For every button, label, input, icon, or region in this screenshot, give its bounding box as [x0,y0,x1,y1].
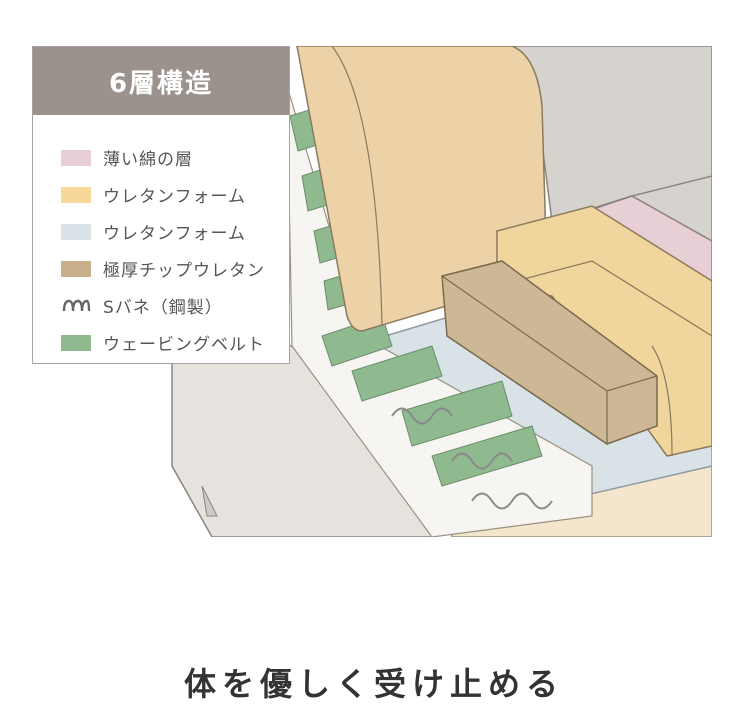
legend-label: 薄い綿の層 [103,150,193,170]
sofa-layer-illustration [32,46,712,537]
legend-label: ウェービングベルト [103,335,265,355]
urethane-blue-swatch [61,223,91,240]
legend-item: Sバネ（鋼製） [61,287,265,324]
cotton-swatch [61,149,91,166]
legend-title: 6層構造 [33,47,289,115]
webbing-belt-swatch [61,334,91,351]
spring-icon [61,298,91,314]
legend-item: ウレタンフォーム [61,176,265,213]
legend-label: ウレタンフォーム [103,187,246,207]
legend-item: 薄い綿の層 [61,139,265,176]
legend-label: 極厚チップウレタン [103,261,265,281]
chip-urethane-swatch [61,260,91,277]
legend-item: ウェービングベルト [61,324,265,361]
legend-list: 薄い綿の層 ウレタンフォーム ウレタンフォーム 極厚チップウレタン Sバネ（鋼製… [61,139,265,361]
legend-item: 極厚チップウレタン [61,250,265,287]
section-heading: 体を優しく受け止める [183,665,564,703]
legend-label: ウレタンフォーム [103,224,246,244]
layer-legend: 6層構造 薄い綿の層 ウレタンフォーム ウレタンフォーム 極厚チップウレタン S… [32,46,290,364]
legend-label: Sバネ（鋼製） [103,298,223,318]
urethane-yellow-swatch [61,186,91,203]
legend-item: ウレタンフォーム [61,213,265,250]
